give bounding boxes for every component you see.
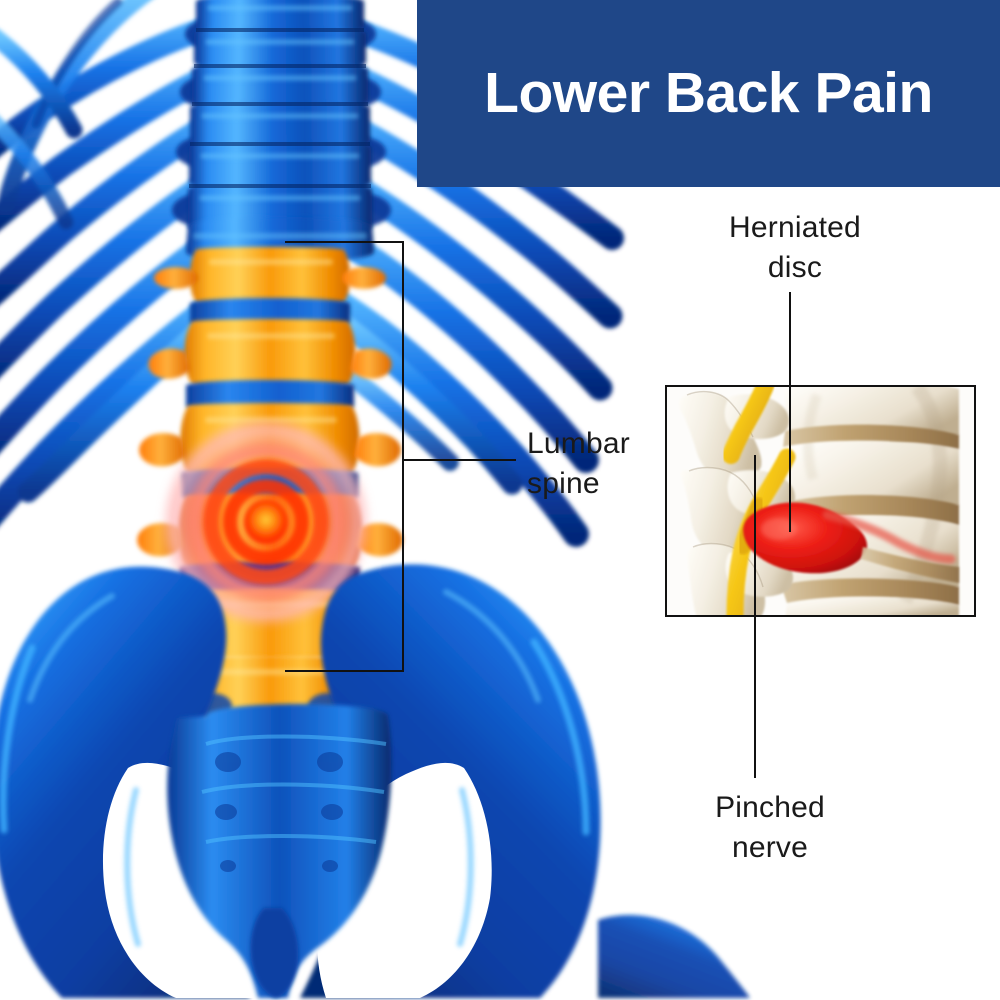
herniated-disc-leader-line xyxy=(789,292,791,532)
thoracic-vertebrae xyxy=(172,0,391,237)
pinched-nerve-leader-line xyxy=(754,455,756,778)
femur-right-hint xyxy=(598,915,750,998)
lumbar-bracket-right-line xyxy=(402,241,404,672)
herniated-disc-inset-panel xyxy=(665,385,976,617)
title-banner: Lower Back Pain xyxy=(417,0,1000,187)
inset-disc-normal xyxy=(781,424,959,605)
spine-model-photo xyxy=(667,387,974,615)
inset-herniated-disc xyxy=(743,502,956,574)
label-pinched-nerve: Pinched nerve xyxy=(715,791,825,864)
pelvis xyxy=(0,564,750,998)
label-herniated-disc: Herniated disc xyxy=(729,211,861,284)
lumbar-bracket-bottom-line xyxy=(285,670,404,672)
label-lumbar-spine: Lumbar spine xyxy=(527,427,630,500)
sacrum xyxy=(167,704,392,998)
lumbar-spine-leader-line xyxy=(403,459,516,461)
coccyx xyxy=(250,908,299,998)
pain-indicator xyxy=(165,421,367,623)
page-title: Lower Back Pain xyxy=(484,61,933,125)
lumbar-bracket-top-line xyxy=(285,241,404,243)
